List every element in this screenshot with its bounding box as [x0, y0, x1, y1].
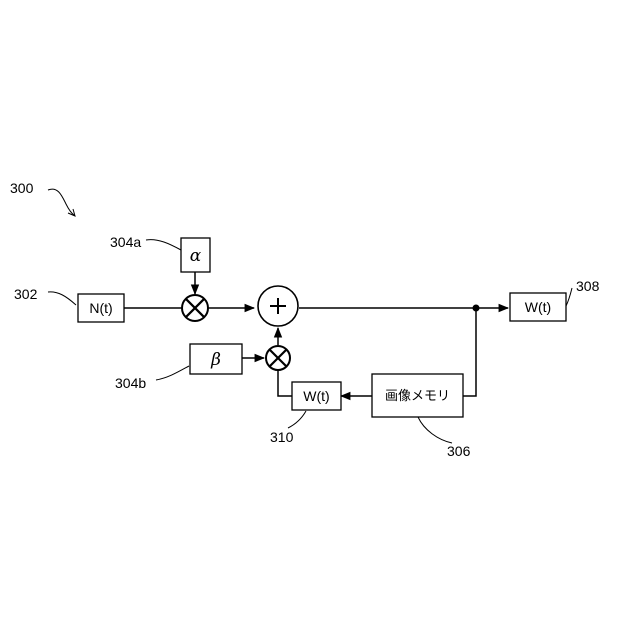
wire-feedback-to-mult-b — [278, 370, 292, 396]
ref-306: 306 — [447, 443, 471, 459]
feedback-block-label: W(t) — [303, 388, 329, 404]
alpha-block-label: α — [190, 246, 202, 266]
ref-308-leader — [566, 288, 572, 306]
ref-306-leader — [418, 417, 452, 443]
ref-304b-leader — [156, 366, 189, 380]
ref-300-leader — [48, 189, 74, 215]
ref-310: 310 — [270, 429, 294, 445]
ref-304b: 304b — [115, 375, 146, 391]
image-memory-label: 画像メモリ — [385, 389, 450, 404]
ref-304a: 304a — [110, 234, 141, 250]
output-block-label: W(t) — [525, 299, 551, 315]
ref-302-leader — [48, 292, 76, 305]
ref-300: 300 — [10, 180, 34, 196]
ref-304a-leader — [146, 240, 181, 250]
input-block-label: N(t) — [89, 300, 112, 316]
beta-block-label: β — [210, 350, 221, 370]
ref-302: 302 — [14, 286, 38, 302]
ref-308: 308 — [576, 278, 600, 294]
wire-junction-to-memory — [463, 308, 476, 396]
ref-310-leader — [288, 411, 306, 428]
